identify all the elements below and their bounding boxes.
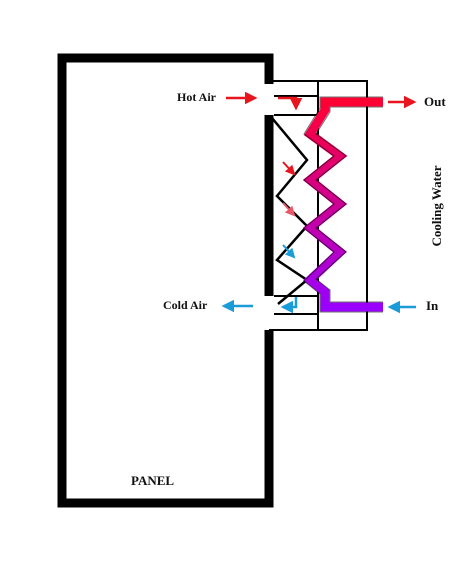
water-out-label: Out <box>424 94 446 109</box>
panel-enclosure <box>57 53 274 508</box>
airflow-arrow-3 <box>282 244 296 259</box>
cooling-water-label: Cooling Water <box>429 165 444 247</box>
airflow-arrow-2 <box>282 202 296 217</box>
cold-air-label: Cold Air <box>163 298 208 312</box>
cold-air-turn-arrow <box>280 297 298 314</box>
hot-air-turn-arrow <box>278 96 303 111</box>
water-in-label: In <box>426 298 439 313</box>
panel-label: PANEL <box>131 473 175 488</box>
airflow-arrow-1 <box>282 161 296 176</box>
cooling-coil <box>302 97 383 312</box>
hot-air-label: Hot Air <box>177 90 216 104</box>
